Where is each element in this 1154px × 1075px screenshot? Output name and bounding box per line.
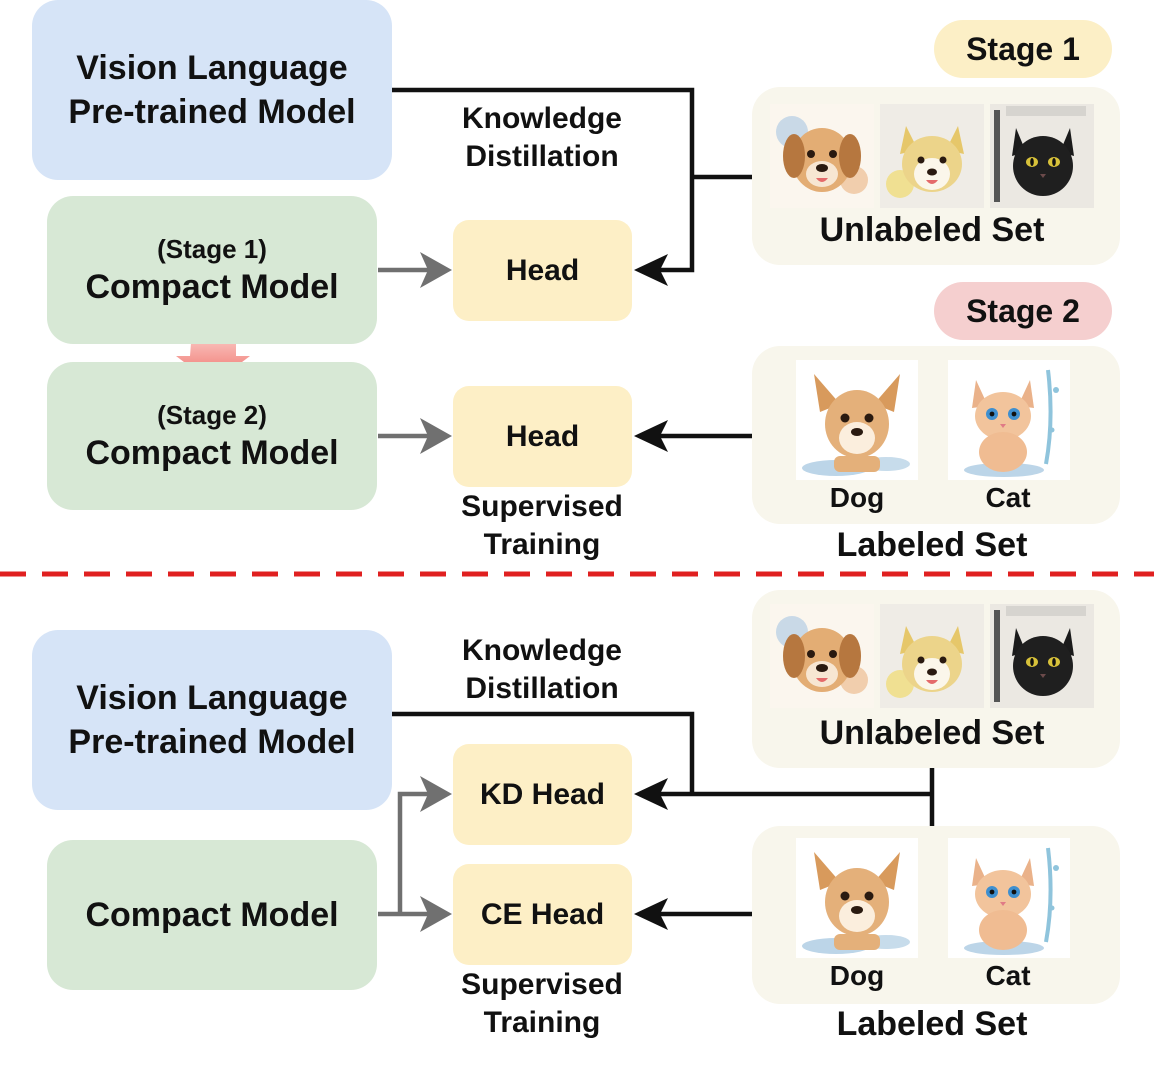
kd-connector-bottom xyxy=(392,711,935,826)
sup-line2: Training xyxy=(483,1006,601,1039)
compact-model-label: Compact Model xyxy=(85,268,339,306)
sup-line1: Supervised xyxy=(461,968,623,1001)
sup-line2: Training xyxy=(483,528,601,561)
vlm-line2: Pre-trained Model xyxy=(68,723,356,761)
stage1-tag: (Stage 1) xyxy=(157,234,267,264)
dog-label: Dog xyxy=(829,960,885,991)
black-cat-image xyxy=(990,104,1094,208)
kd-head-label: KD Head xyxy=(479,777,606,811)
labeled-set-label: Labeled Set xyxy=(836,1005,1028,1043)
dog-label: Dog xyxy=(829,482,885,513)
husky-image xyxy=(880,104,984,208)
unlabeled-set-panel-bottom: Unlabeled Set xyxy=(752,590,1120,768)
vlm-box-bottom: Vision Language Pre-trained Model xyxy=(32,630,392,810)
sup-line1: Supervised xyxy=(461,490,623,523)
supervised-training-label-top: Supervised Training xyxy=(432,488,652,564)
kd-line2: Distillation xyxy=(465,672,619,705)
cat-label: Cat xyxy=(985,482,1031,513)
labeled-set-label: Labeled Set xyxy=(836,526,1028,564)
compact-model-stage1: (Stage 1) Compact Model xyxy=(47,196,377,344)
vlm-line1: Vision Language xyxy=(76,679,348,717)
dog-image xyxy=(796,360,918,480)
labeled-to-ce-head-arrow xyxy=(634,898,752,930)
cat-label: Cat xyxy=(985,960,1031,991)
kd-line2: Distillation xyxy=(465,140,619,173)
compact1-to-head-arrow xyxy=(378,252,452,288)
compact-to-heads-arrows xyxy=(378,776,452,932)
vlm-line2: Pre-trained Model xyxy=(68,93,356,131)
unlabeled-set-label: Unlabeled Set xyxy=(819,211,1045,249)
labeled-set-panel-bottom: Dog Cat xyxy=(752,826,1120,1004)
head-stage2: Head xyxy=(453,386,632,487)
ce-head-label: CE Head xyxy=(480,897,605,931)
black-cat-image xyxy=(990,604,1094,708)
labeled-to-head-arrow-top xyxy=(634,420,752,452)
head-label: Head xyxy=(505,419,580,453)
kd-line1: Knowledge xyxy=(461,102,622,135)
stage2-tag: (Stage 2) xyxy=(157,400,267,430)
kd-label-bottom: Knowledge Distillation xyxy=(432,632,652,708)
kd-head: KD Head xyxy=(453,744,632,845)
head-label: Head xyxy=(505,253,580,287)
dog-image xyxy=(796,838,918,958)
head-stage1: Head xyxy=(453,220,632,321)
compact-model-bottom: Compact Model xyxy=(47,840,377,990)
compact-model-stage2: (Stage 2) Compact Model xyxy=(47,362,377,510)
dog-image xyxy=(770,604,874,708)
compact2-to-head-arrow xyxy=(378,418,452,454)
unlabeled-set-panel-top: Unlabeled Set xyxy=(752,87,1120,265)
supervised-training-label-bottom: Supervised Training xyxy=(432,966,652,1042)
compact-model-label: Compact Model xyxy=(85,434,339,472)
husky-image xyxy=(880,604,984,708)
stage2-badge: Stage 2 xyxy=(934,282,1112,340)
vlm-box-top: Vision Language Pre-trained Model xyxy=(32,0,392,180)
compact-model-label: Compact Model xyxy=(85,896,339,934)
dog-image xyxy=(770,104,874,208)
unlabeled-set-label: Unlabeled Set xyxy=(819,714,1045,752)
stage1-badge: Stage 1 xyxy=(934,20,1112,78)
vlm-line1: Vision Language xyxy=(76,49,348,87)
kd-line1: Knowledge xyxy=(461,634,622,667)
kd-connector-top xyxy=(392,87,752,286)
labeled-set-panel-top: Dog Cat xyxy=(752,346,1120,524)
kitten-image xyxy=(948,360,1070,480)
kd-label-top: Knowledge Distillation xyxy=(432,100,652,176)
kitten-image xyxy=(948,838,1070,958)
ce-head: CE Head xyxy=(453,864,632,965)
